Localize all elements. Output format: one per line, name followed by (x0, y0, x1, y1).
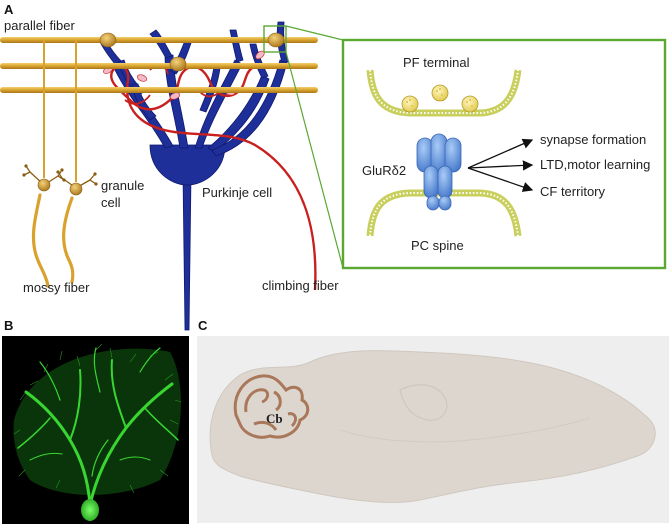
label-granule-line1: granule (101, 178, 144, 193)
panel-c-letter: C (198, 318, 208, 333)
mossy-fibers (31, 193, 75, 288)
label-parallel-fiber: parallel fiber (4, 18, 75, 33)
outcome-ltd-motor-learning: LTD,motor learning (540, 157, 650, 172)
label-granule-line2: cell (101, 195, 121, 210)
gluRd2-receptor (416, 133, 462, 211)
label-mossy-fiber: mossy fiber (23, 280, 90, 295)
panel-b-letter: B (4, 318, 13, 333)
panel-a-letter: A (4, 2, 14, 17)
label-purkinje-cell: Purkinje cell (202, 185, 272, 200)
panel-a: A (0, 2, 667, 331)
pf-boutons (99, 32, 285, 72)
purkinje-cell (99, 21, 289, 331)
fine-branchlets (13, 343, 182, 494)
label-pf-terminal: PF terminal (403, 55, 470, 70)
purkinje-axon (182, 174, 192, 331)
inset-border (341, 38, 667, 270)
outcome-cf-territory: CF territory (540, 184, 606, 199)
granule-axons (43, 40, 77, 182)
purkinje-soma (149, 144, 226, 186)
panel-b: B (2, 318, 189, 524)
zoom-box (263, 25, 287, 53)
label-climbing-fiber: climbing fiber (262, 278, 339, 293)
synapse-inset: PF terminal GluRδ2 PC spine synapse form… (341, 38, 667, 270)
outcome-synapse-formation: synapse formation (540, 132, 646, 147)
cerebellum-outline (233, 374, 310, 439)
zoom-line-top (285, 25, 344, 41)
brain-sagittal-section (209, 350, 656, 503)
label-gluRd2: GluRδ2 (362, 163, 406, 178)
panel-c: C Cb (197, 318, 669, 523)
label-pc-spine: PC spine (411, 238, 464, 253)
purkinje-neuron-fluorescence (17, 347, 179, 507)
purkinje-soma-fluorescent (81, 499, 99, 521)
label-cerebellum: Cb (266, 411, 283, 426)
dendritic-arbor-field (13, 348, 181, 495)
zoom-line-bottom (285, 51, 344, 269)
granule-cells (22, 164, 98, 196)
outcome-arrows (467, 138, 534, 192)
parallel-fibers (0, 37, 318, 93)
synaptic-vesicles (401, 84, 479, 113)
hippocampus-outline (399, 384, 448, 421)
